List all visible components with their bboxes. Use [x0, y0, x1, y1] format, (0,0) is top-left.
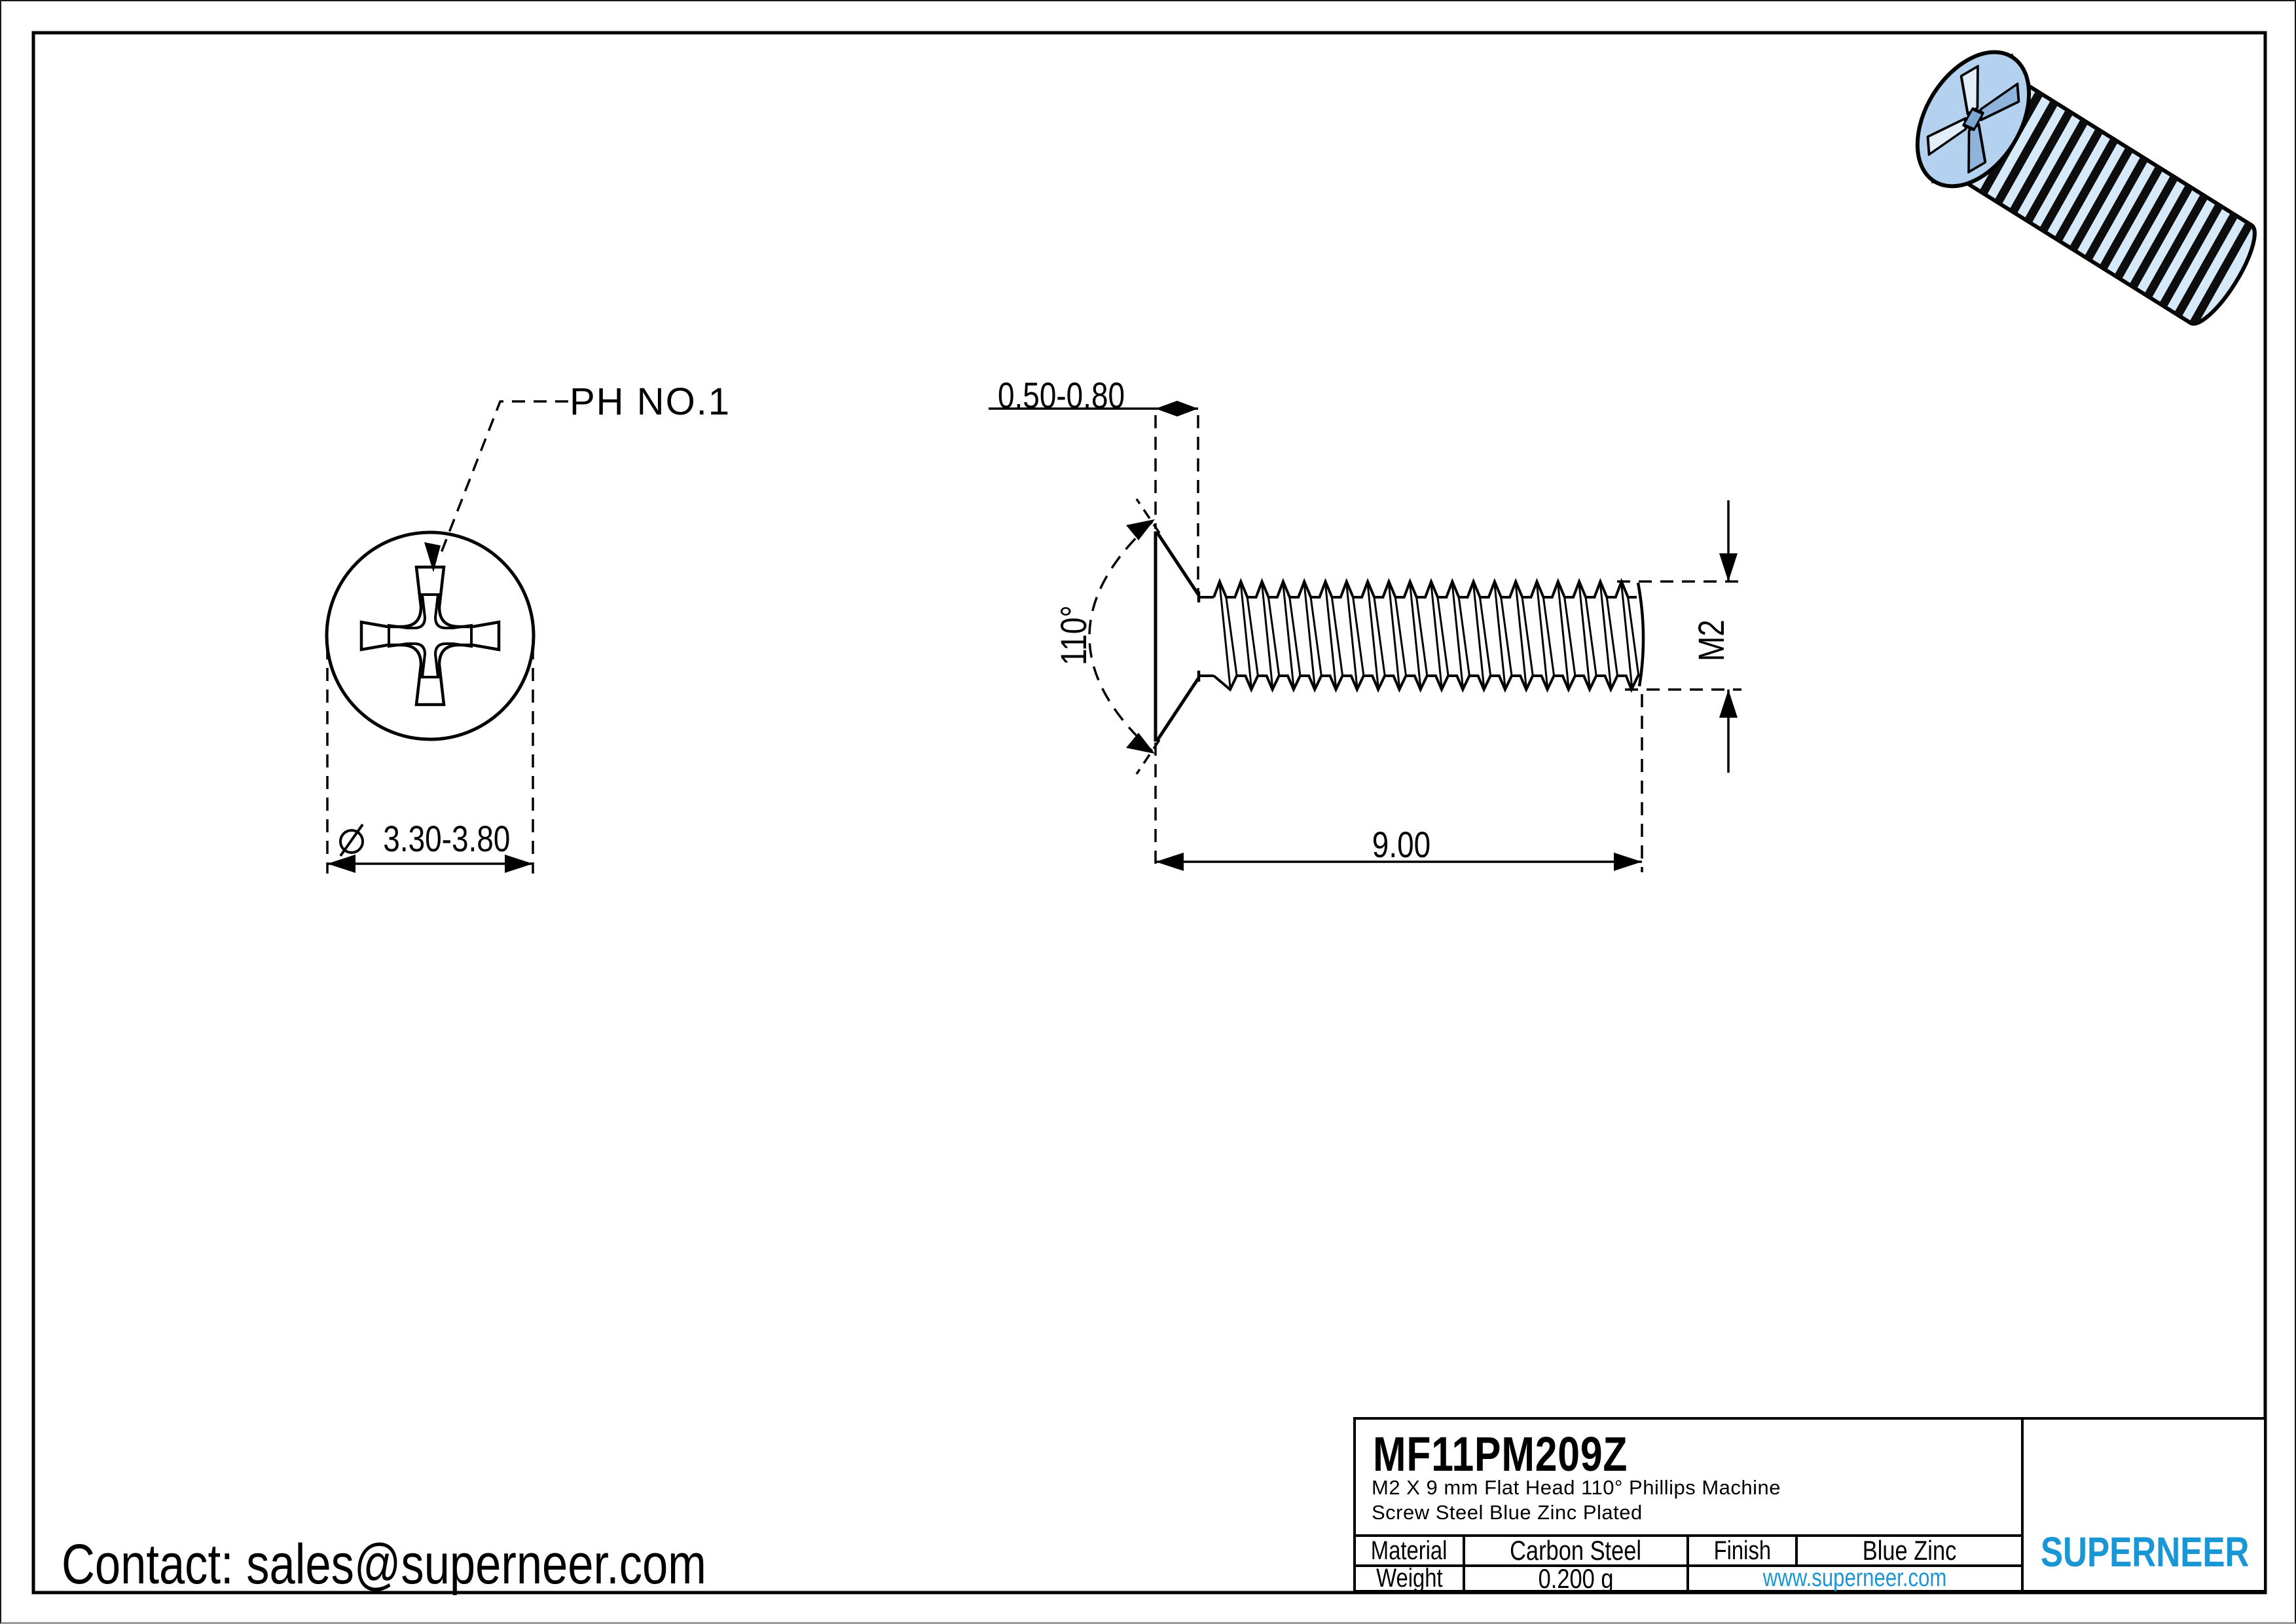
ph-leader-arrow: [424, 542, 441, 572]
angle-arc: [1088, 521, 1154, 752]
head-outline: [1154, 531, 1201, 742]
dia-arrow-right: [505, 855, 533, 873]
thread-profile: [1212, 578, 1642, 693]
titleblock-row-line-2: [1356, 1564, 2024, 1567]
m2-arrow-top: [1719, 553, 1738, 581]
drive-size-label: PH NO.1: [570, 383, 731, 421]
part-number: MF11PM209Z: [1373, 1427, 1628, 1481]
head-circle: [325, 530, 536, 741]
titleblock-logo-divider: [2021, 1420, 2024, 1590]
material-label-cell: Material: [1371, 1536, 1448, 1565]
m2-arrow-bottom: [1719, 690, 1738, 718]
screw3d-threads: [1979, 90, 2253, 327]
titleblock-col-line-1: [1463, 1534, 1465, 1590]
phillips-recess-inner: [388, 593, 473, 678]
screw-3d-render: [1915, 50, 2257, 327]
titleblock-row-line-1: [1356, 1534, 2024, 1537]
thread-end-face: [1636, 582, 1645, 687]
finish-label-cell: Finish: [1713, 1536, 1771, 1565]
angle-arrow-bottom: [1126, 733, 1155, 754]
title-block: MF11PM209Z M2 X 9 mm Flat Head 110° Phil…: [1353, 1417, 2267, 1594]
description-line-1: M2 X 9 mm Flat Head 110° Phillips Machin…: [1372, 1476, 1781, 1499]
weight-value-cell: 0.200 g: [1538, 1562, 1614, 1594]
countersink-angle-text: 110°: [1053, 605, 1094, 665]
length-label: 9.00: [1336, 826, 1467, 863]
screw3d-phillips-recess: [1926, 64, 2020, 174]
brand-wordmark: SUPERNEER: [2041, 1528, 2250, 1576]
drive-size-text: PH NO.1: [570, 380, 731, 423]
head-diameter-label: 3.30-3.80: [327, 819, 533, 859]
angle-ext-top: [1135, 498, 1161, 534]
head-height-label: 0.50-0.80: [998, 377, 1153, 414]
description-line-2: Screw Steel Blue Zinc Plated: [1372, 1501, 1643, 1524]
head-diameter-text: 3.30-3.80: [382, 818, 511, 859]
sheet-frame: [31, 31, 2267, 1595]
material-value-cell: Carbon Steel: [1510, 1535, 1642, 1566]
phillips-recess-outline: [359, 565, 501, 707]
thread-size-text: M2: [1690, 619, 1732, 661]
top-view-linework: [325, 400, 568, 874]
ph-leader-line: [437, 400, 568, 560]
headheight-arrows: [1156, 401, 1198, 416]
length-arrow-right: [1614, 853, 1642, 871]
diameter-symbol-icon: [338, 823, 364, 857]
countersink-angle-label: 110°: [1048, 570, 1100, 701]
website-link[interactable]: www.superneer.com: [1763, 1564, 1947, 1592]
titleblock-col-line-3: [1795, 1534, 1798, 1567]
contact-text: Contact: sales@superneer.com: [62, 1533, 706, 1596]
side-view-linework: [989, 401, 1741, 872]
head-height-text: 0.50-0.80: [998, 375, 1125, 416]
thread-size-label: M2: [1685, 601, 1738, 680]
length-text: 9.00: [1372, 824, 1430, 865]
contact-line: Contact: sales@superneer.com: [62, 1536, 848, 1593]
angle-arrow-top: [1126, 519, 1155, 540]
finish-value-cell: Blue Zinc: [1862, 1535, 1957, 1566]
length-arrow-left: [1156, 853, 1184, 871]
weight-label-cell: Weight: [1376, 1564, 1443, 1593]
dia-arrow-left: [327, 855, 355, 873]
titleblock-col-line-2: [1686, 1534, 1689, 1590]
